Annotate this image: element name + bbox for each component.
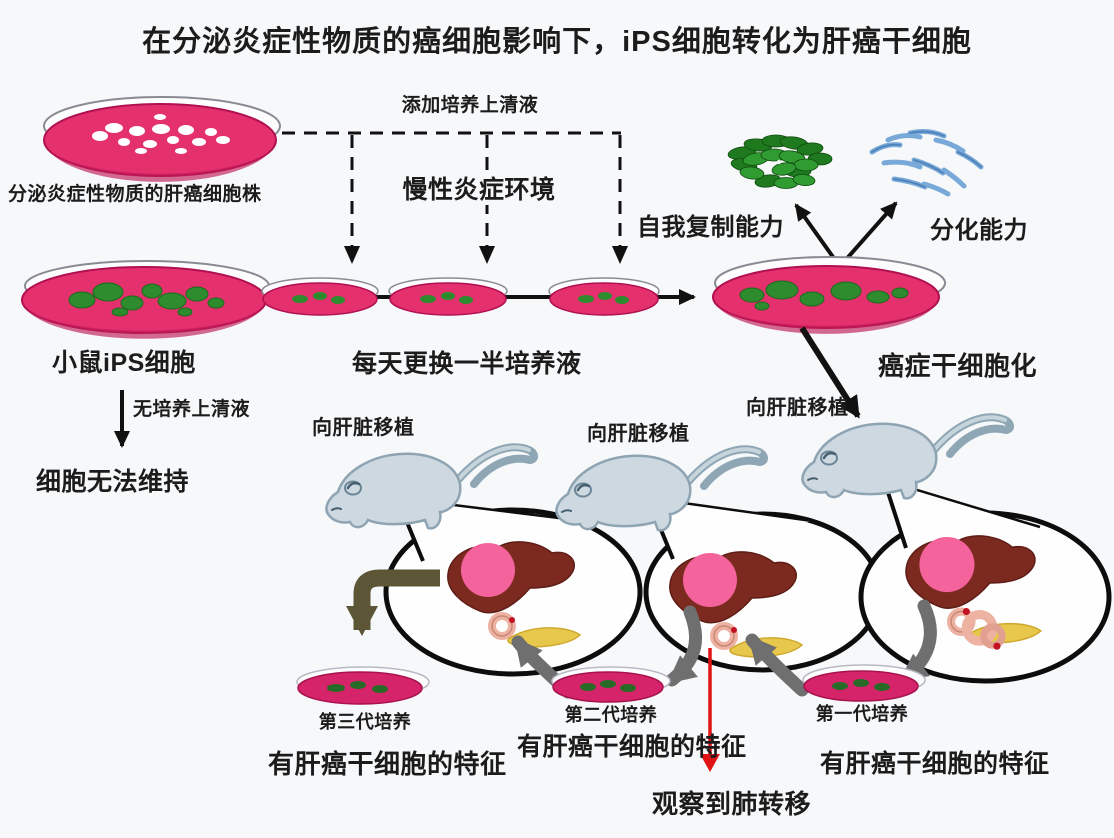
transplant-arrow-main [799,326,861,419]
label-no-supernatant: 无培养上清液 [133,399,251,420]
label-gen2-culture: 第二代培养 [564,705,658,725]
petri-dish-ips-icon [21,260,270,339]
petri-dish-passage-icons [261,277,660,316]
label-cancer-stemization: 癌症干细胞化 [878,351,1038,381]
label-chronic-inflammation: 慢性炎症环境 [394,176,564,205]
green-cell-cluster-icon [727,134,833,189]
label-self-renewal: 自我复制能力 [637,214,784,241]
white-colonies [92,114,230,154]
label-gen3-culture: 第三代培养 [318,712,412,732]
capability-arrows [794,201,898,266]
blue-cell-cluster-icon [869,129,984,197]
label-cannot-maintain: 细胞无法维持 [36,468,190,496]
label-liver-transplant-1: 向肝脏移植 [312,417,415,439]
label-source-cell-line: 分泌炎症性物质的肝癌细胞株 [8,184,262,205]
label-stem-feature-3: 有肝癌干细胞的特征 [820,750,1050,778]
label-liver-transplant-3: 向肝脏移植 [746,397,849,419]
third-generation-arrow [346,569,440,636]
petri-dish-generation-icons [296,664,926,705]
petri-dish-stem-icon [712,256,946,334]
label-differentiation: 分化能力 [930,217,1028,244]
dashed-arrowheads [344,246,628,264]
label-gen1-culture: 第一代培养 [815,704,909,724]
label-mouse-ips: 小鼠iPS细胞 [52,349,196,377]
label-add-supernatant: 添加培养上清液 [401,95,539,116]
label-lung-metastasis: 观察到肺转移 [652,789,812,819]
label-stem-feature-2: 有肝癌干细胞的特征 [517,733,747,761]
page-title: 在分泌炎症性物质的癌细胞影响下，iPS细胞转化为肝癌干细胞 [142,26,972,58]
mouse-icon-3 [802,417,1010,498]
label-stem-feature-1: 有肝癌干细胞的特征 [268,749,507,779]
label-medium-change: 每天更换一半培养液 [352,350,582,378]
petri-dish-source-icon [43,96,281,182]
label-liver-transplant-2: 向肝脏移植 [587,423,690,445]
liver-tumor-icon-3 [906,536,1041,650]
